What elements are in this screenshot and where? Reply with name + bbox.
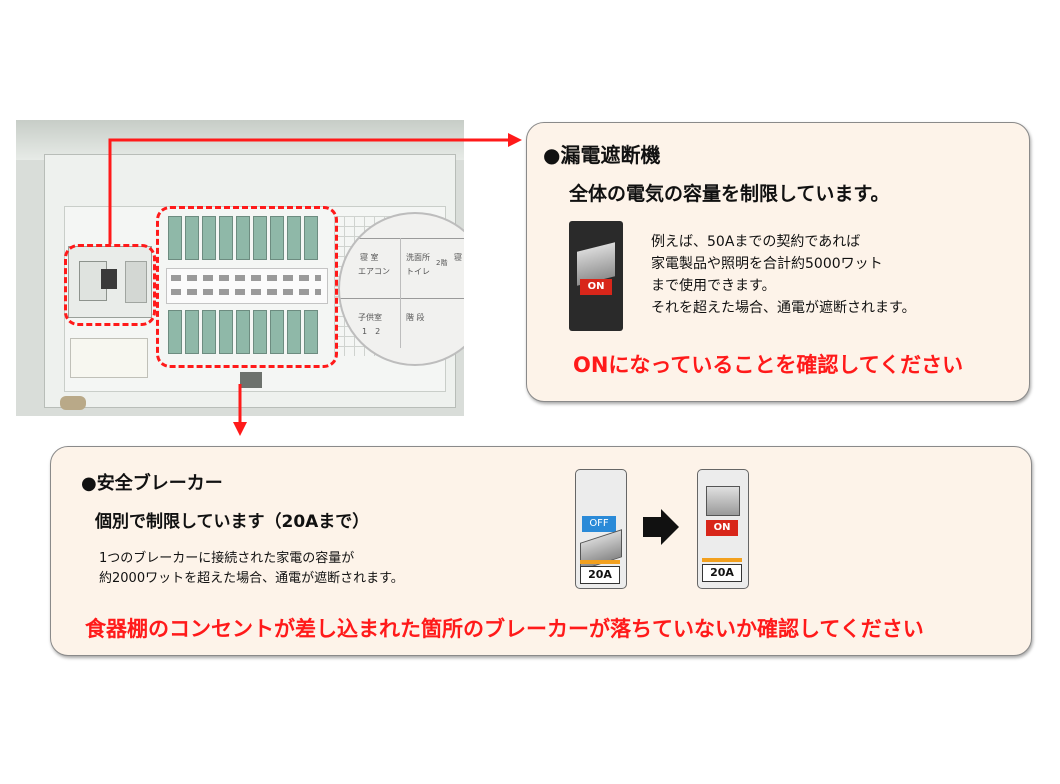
leakage-description: 例えば、50Aまでの契約であれば 家電製品や照明を合計約5000ワット まで使用… — [651, 231, 916, 319]
off-label: OFF — [582, 516, 616, 532]
zoom-label-2: エアコン — [358, 267, 390, 276]
breaker-on-image: ON 20A — [697, 469, 749, 589]
on-rating: 20A — [702, 564, 742, 582]
breaker-off-image: OFF 20A — [575, 469, 627, 589]
zoom-label-6: 寝 室 — [454, 253, 464, 262]
zoom-magnifier: 寝 室 エアコン 洗面所 トイレ 2階 寝 室 子供室 1 2 階 段 — [338, 212, 464, 366]
leakage-switch-image: ON — [569, 221, 623, 331]
leakage-desc-line-4: それを超えた場合、通電が遮断されます。 — [651, 300, 916, 316]
zoom-label-5: 2階 — [436, 259, 448, 267]
panel-latch — [240, 372, 262, 388]
highlight-main-breaker — [64, 244, 156, 326]
zoom-label-9: 階 段 — [406, 313, 425, 322]
breaker-row-top — [168, 216, 318, 260]
on-label: ON — [706, 520, 738, 536]
leakage-subtitle: 全体の電気の容量を制限しています。 — [569, 183, 890, 205]
leakage-notice: ONになっていることを確認してください — [573, 353, 964, 377]
safety-desc-line-1: 1つのブレーカーに接続された家電の容量が — [99, 551, 355, 566]
main-breaker-image — [68, 246, 152, 318]
transition-arrow-icon — [643, 509, 679, 545]
safety-notice: 食器棚のコンセントが差し込まれた箇所のブレーカーが落ちていないか確認してください — [85, 617, 924, 641]
zoom-label-3: 洗面所 — [406, 253, 430, 262]
breaker-row-bottom — [168, 310, 318, 354]
safety-heading: ●安全ブレーカー — [81, 473, 223, 494]
zoom-label-4: トイレ — [406, 267, 430, 276]
leakage-on-label: ON — [580, 279, 612, 295]
leakage-heading: ●漏電遮断機 — [543, 143, 661, 167]
breaker-label-strip — [166, 268, 328, 304]
panel-photo: 寝 室 エアコン 洗面所 トイレ 2階 寝 室 子供室 1 2 階 段 — [16, 120, 464, 416]
leakage-desc-line-1: 例えば、50Aまでの契約であれば — [651, 234, 861, 250]
safety-description: 1つのブレーカーに接続された家電の容量が 約2000ワットを超えた場合、通電が遮… — [99, 549, 404, 589]
zoom-label-8: 1 2 — [362, 327, 381, 336]
maker-badge — [60, 396, 86, 410]
warning-sticker — [70, 338, 148, 378]
off-rating: 20A — [580, 566, 620, 584]
leakage-breaker-panel: ●漏電遮断機 全体の電気の容量を制限しています。 ON 例えば、50Aまでの契約… — [526, 122, 1030, 402]
leakage-desc-line-3: まで使用できます。 — [651, 278, 776, 294]
safety-desc-line-2: 約2000ワットを超えた場合、通電が遮断されます。 — [99, 571, 404, 586]
zoom-label-1: 寝 室 — [360, 253, 379, 262]
zoom-label-7: 子供室 — [358, 313, 382, 322]
safety-breaker-panel: ●安全ブレーカー 個別で制限しています（20Aまで） 1つのブレーカーに接続され… — [50, 446, 1032, 656]
safety-subtitle: 個別で制限しています（20Aまで） — [95, 512, 370, 532]
leakage-desc-line-2: 家電製品や照明を合計約5000ワット — [651, 256, 883, 272]
highlight-safety-breakers — [156, 206, 338, 368]
